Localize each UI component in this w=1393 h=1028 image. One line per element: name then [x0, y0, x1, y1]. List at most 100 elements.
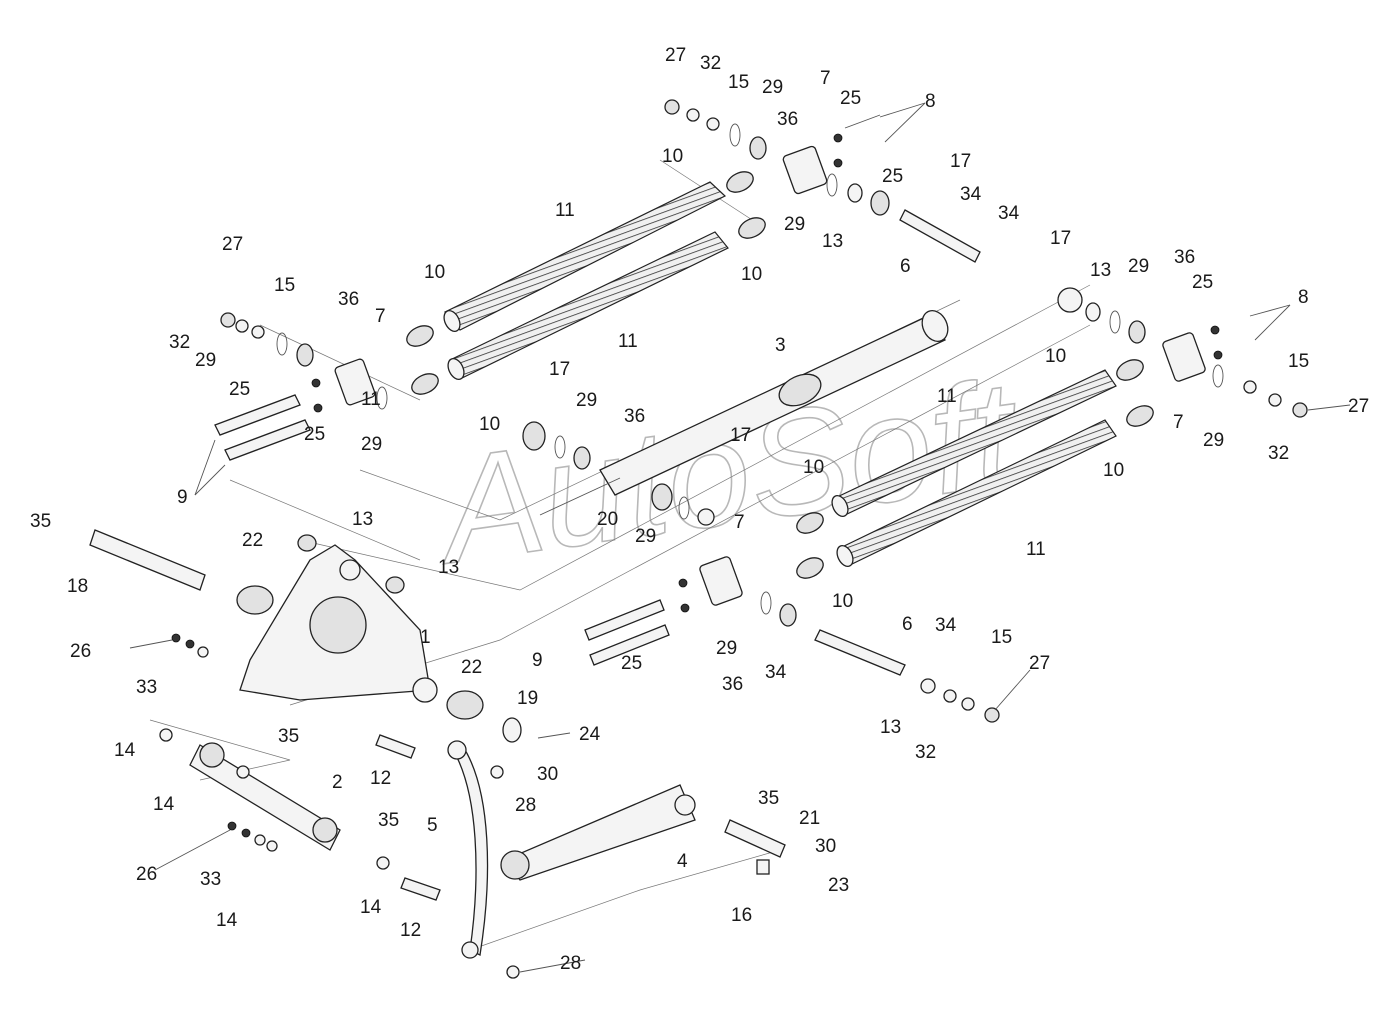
- callout-label: 27: [1029, 653, 1050, 674]
- callout-label: 19: [517, 688, 538, 709]
- callout-label: 29: [576, 390, 597, 411]
- callout-label: 36: [722, 674, 743, 695]
- callout-label: 10: [741, 264, 762, 285]
- callout-label: 36: [1174, 247, 1195, 268]
- callout-label: 17: [730, 425, 751, 446]
- lever-4: [500, 784, 696, 881]
- callout-label: 10: [1103, 460, 1124, 481]
- callout-label: 25: [882, 166, 903, 187]
- callout-label: 11: [937, 386, 957, 407]
- callout-label: 27: [222, 234, 243, 255]
- callout-label: 21: [799, 808, 820, 829]
- callout-label: 17: [549, 359, 570, 380]
- callout-label: 34: [765, 662, 787, 683]
- callout-label: 32: [915, 742, 936, 763]
- callout-label: 11: [1026, 539, 1046, 560]
- main-bracket-1: [239, 544, 438, 703]
- callout-label: 11: [618, 331, 638, 352]
- spring-11-right-upper: [831, 369, 1117, 518]
- callout-label: 29: [361, 434, 382, 455]
- callout-label: 13: [1090, 260, 1111, 281]
- callout-label: 25: [1192, 272, 1213, 293]
- callout-label: 1: [420, 627, 431, 648]
- callout-label: 30: [537, 764, 558, 785]
- callout-label: 18: [67, 576, 88, 597]
- callout-label: 32: [700, 53, 721, 74]
- callout-label: 36: [777, 109, 798, 130]
- callout-label: 35: [278, 726, 299, 747]
- callout-label: 29: [716, 638, 737, 659]
- spring-11-right-lower: [836, 419, 1117, 568]
- callout-label: 25: [621, 653, 642, 674]
- callout-label: 27: [1348, 396, 1369, 417]
- callout-label: 4: [677, 851, 688, 872]
- callout-label: 17: [950, 151, 971, 172]
- callout-label: 8: [925, 91, 936, 112]
- callout-label: 7: [820, 68, 831, 89]
- callout-label: 2: [332, 772, 343, 793]
- callout-label: 35: [30, 511, 51, 532]
- callout-label: 13: [880, 717, 901, 738]
- callout-label: 26: [70, 641, 91, 662]
- callout-label: 13: [822, 231, 843, 252]
- callout-label: 24: [579, 724, 601, 745]
- callout-label: 9: [177, 487, 188, 508]
- callout-label: 10: [803, 457, 824, 478]
- callout-label: 17: [1050, 228, 1071, 249]
- callout-label: 15: [1288, 351, 1309, 372]
- callout-label: 36: [338, 289, 359, 310]
- callout-label: 13: [438, 557, 459, 578]
- link-5: [447, 740, 489, 959]
- callout-label: 29: [635, 526, 656, 547]
- callout-label: 7: [375, 306, 386, 327]
- callout-label: 35: [758, 788, 779, 809]
- callout-label: 36: [624, 406, 645, 427]
- callout-label: 22: [461, 657, 482, 678]
- callout-label: 7: [1173, 412, 1184, 433]
- callout-label: 11: [555, 200, 575, 221]
- leader-lines: [129, 102, 1351, 973]
- callout-label: 10: [662, 146, 683, 167]
- spring-caps-10: [406, 171, 1154, 579]
- shaft-2: [189, 742, 341, 851]
- callout-label: 14: [360, 897, 382, 918]
- callout-label: 28: [560, 953, 581, 974]
- hydraulic-cylinder-3: [539, 309, 949, 516]
- callout-label: 25: [229, 379, 250, 400]
- pins: [89, 209, 981, 901]
- callout-label: 12: [370, 768, 391, 789]
- callout-label: 28: [515, 795, 536, 816]
- callout-label: 25: [840, 88, 861, 109]
- callout-labels: 27 32 15 29 7 25 8 36 10 25 17 34 29 13 …: [30, 45, 1369, 974]
- callout-label: 5: [427, 815, 438, 836]
- callout-label: 8: [1298, 287, 1309, 308]
- callout-label: 12: [400, 920, 421, 941]
- spring-11-top-lower: [447, 231, 729, 381]
- callout-label: 14: [153, 794, 175, 815]
- callout-label: 3: [775, 335, 786, 356]
- callout-label: 10: [479, 414, 500, 435]
- callout-label: 34: [935, 615, 957, 636]
- callout-label: 32: [1268, 443, 1289, 464]
- callout-label: 35: [378, 810, 399, 831]
- callout-label: 7: [734, 512, 745, 533]
- callout-label: 10: [1045, 346, 1066, 367]
- callout-label: 15: [991, 627, 1012, 648]
- callout-label: 29: [1203, 430, 1224, 451]
- washers-nuts-rings: [159, 99, 1308, 979]
- callout-label: 34: [998, 203, 1020, 224]
- callout-label: 9: [532, 650, 543, 671]
- callout-label: 27: [665, 45, 686, 66]
- callout-label: 29: [784, 214, 805, 235]
- callout-label: 32: [169, 332, 190, 353]
- callout-label: 33: [136, 677, 157, 698]
- callout-label: 10: [424, 262, 445, 283]
- brackets-7: [334, 145, 1206, 606]
- callout-label: 25: [304, 424, 325, 445]
- callout-label: 30: [815, 836, 836, 857]
- callout-label: 29: [762, 77, 783, 98]
- callout-label: 23: [828, 875, 849, 896]
- callout-label: 14: [114, 740, 136, 761]
- callout-label: 10: [832, 591, 853, 612]
